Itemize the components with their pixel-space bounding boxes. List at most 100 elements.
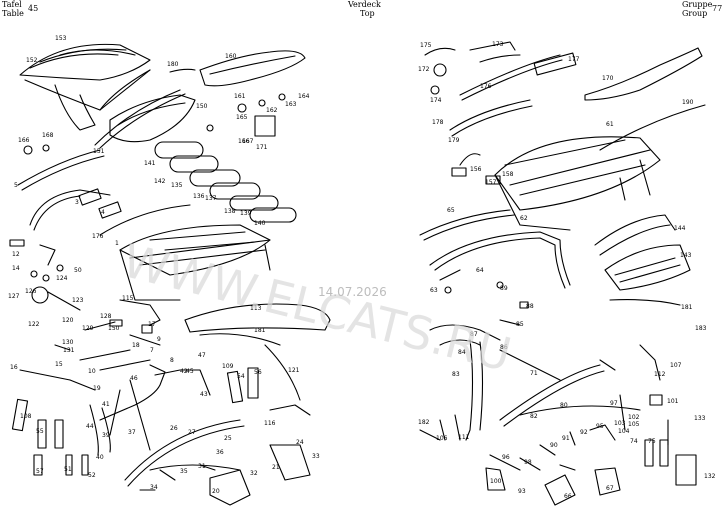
right-callout-112: 112 — [654, 371, 666, 378]
left-callout-141: 141 — [144, 160, 156, 167]
right-callout-132: 132 — [704, 473, 716, 480]
left-callout-122: 122 — [28, 321, 40, 328]
right-callout-104: 104 — [618, 428, 630, 435]
left-callout-130: 130 — [62, 339, 74, 346]
right-callout-75: 75 — [648, 438, 656, 445]
left-callout-166: 166 — [238, 138, 250, 145]
left-callout-131: 131 — [63, 347, 75, 354]
left-callout-137: 137 — [205, 195, 217, 202]
left-callout-36: 36 — [216, 449, 224, 456]
right-callout-61: 61 — [606, 121, 614, 128]
left-callout-44: 44 — [86, 423, 94, 430]
left-callout-168: 168 — [42, 132, 54, 139]
right-callout-156: 156 — [470, 166, 482, 173]
left-callout-120: 120 — [62, 317, 74, 324]
left-callout-39: 39 — [102, 432, 110, 439]
right-callout-174: 174 — [430, 97, 442, 104]
right-callout-105: 105 — [628, 421, 640, 428]
right-callout-71: 71 — [530, 370, 538, 377]
left-callout-124: 124 — [56, 275, 68, 282]
right-callout-97: 97 — [610, 400, 618, 407]
left-callout-43: 43 — [200, 391, 208, 398]
left-callout-1: 1 — [115, 240, 119, 247]
left-callout-16: 16 — [10, 364, 18, 371]
left-callout-165: 165 — [236, 114, 248, 121]
left-callout-21: 21 — [272, 464, 280, 471]
left-callout-166: 166 — [18, 137, 30, 144]
right-callout-157: 157 — [485, 179, 497, 186]
left-callout-19: 19 — [93, 385, 101, 392]
left-callout-4: 4 — [101, 209, 105, 216]
table-label: Tafel Table — [2, 0, 24, 18]
left-callout-138: 138 — [224, 208, 236, 215]
right-callout-93: 93 — [518, 488, 526, 495]
left-callout-34: 34 — [150, 484, 158, 491]
left-callout-17: 17 — [148, 321, 156, 328]
right-callout-190: 190 — [682, 99, 694, 106]
left-callout-127: 127 — [8, 293, 20, 300]
left-callout-116: 116 — [264, 420, 276, 427]
left-callout-51: 51 — [64, 466, 72, 473]
table-label-de: Tafel — [2, 0, 22, 9]
left-callout-46: 46 — [130, 375, 138, 382]
right-callout-89: 89 — [500, 285, 508, 292]
left-callout-32: 32 — [250, 470, 258, 477]
right-callout-92: 92 — [580, 429, 588, 436]
right-callout-100: 100 — [490, 478, 502, 485]
left-callout-176: 176 — [92, 233, 104, 240]
left-callout-25: 25 — [224, 435, 232, 442]
rear-bow-170 — [584, 47, 703, 101]
left-callout-35: 35 — [180, 468, 188, 475]
group-label: Gruppe Group — [682, 0, 712, 18]
left-callout-56: 56 — [254, 369, 262, 376]
right-callout-91: 91 — [562, 435, 570, 442]
left-callout-180: 180 — [167, 61, 179, 68]
right-callout-82: 82 — [530, 413, 538, 420]
right-callout-63: 63 — [430, 287, 438, 294]
left-callout-42: 42 — [180, 368, 188, 375]
right-callout-103: 103 — [614, 420, 626, 427]
left-callout-162: 162 — [266, 107, 278, 114]
left-callout-50: 50 — [74, 267, 82, 274]
left-callout-10: 10 — [88, 368, 96, 375]
left-callout-142: 142 — [154, 178, 166, 185]
right-callout-80: 80 — [560, 402, 568, 409]
left-callout-15: 15 — [55, 361, 63, 368]
left-callout-150: 150 — [108, 325, 120, 332]
right-callout-87: 87 — [470, 331, 478, 338]
left-callout-151: 151 — [93, 148, 105, 155]
right-callout-98: 98 — [524, 459, 532, 466]
left-callout-26: 26 — [170, 425, 178, 432]
left-callout-160: 160 — [225, 53, 237, 60]
right-callout-143: 143 — [680, 252, 692, 259]
left-callout-9: 9 — [157, 336, 161, 343]
right-callout-111: 111 — [458, 434, 470, 441]
left-callout-150: 150 — [196, 103, 208, 110]
right-callout-170: 170 — [602, 75, 614, 82]
left-callout-37: 37 — [128, 429, 136, 436]
left-callout-20: 20 — [212, 488, 220, 495]
right-callout-179: 179 — [448, 137, 460, 144]
right-callout-177: 177 — [568, 56, 580, 63]
left-callout-52: 52 — [88, 472, 96, 479]
left-callout-164: 164 — [298, 93, 310, 100]
left-callout-54: 54 — [237, 373, 245, 380]
right-callout-84: 84 — [458, 349, 466, 356]
group-number: 77 — [712, 4, 723, 13]
left-callout-163: 163 — [285, 101, 297, 108]
right-callout-178: 178 — [432, 119, 444, 126]
rear-pad — [199, 50, 306, 87]
right-callout-66: 66 — [564, 493, 572, 500]
page-title: Verdeck Top — [348, 0, 381, 18]
left-callout-24: 24 — [296, 439, 304, 446]
left-callout-129: 129 — [82, 325, 94, 332]
right-callout-173: 173 — [492, 41, 504, 48]
left-callout-18: 18 — [132, 342, 140, 349]
left-callout-7: 7 — [150, 347, 154, 354]
left-callout-45: 45 — [186, 368, 194, 375]
right-callout-90: 90 — [550, 442, 558, 449]
folded-top-cover — [19, 43, 151, 131]
right-callout-133: 133 — [694, 415, 706, 422]
left-callout-161: 161 — [234, 93, 246, 100]
